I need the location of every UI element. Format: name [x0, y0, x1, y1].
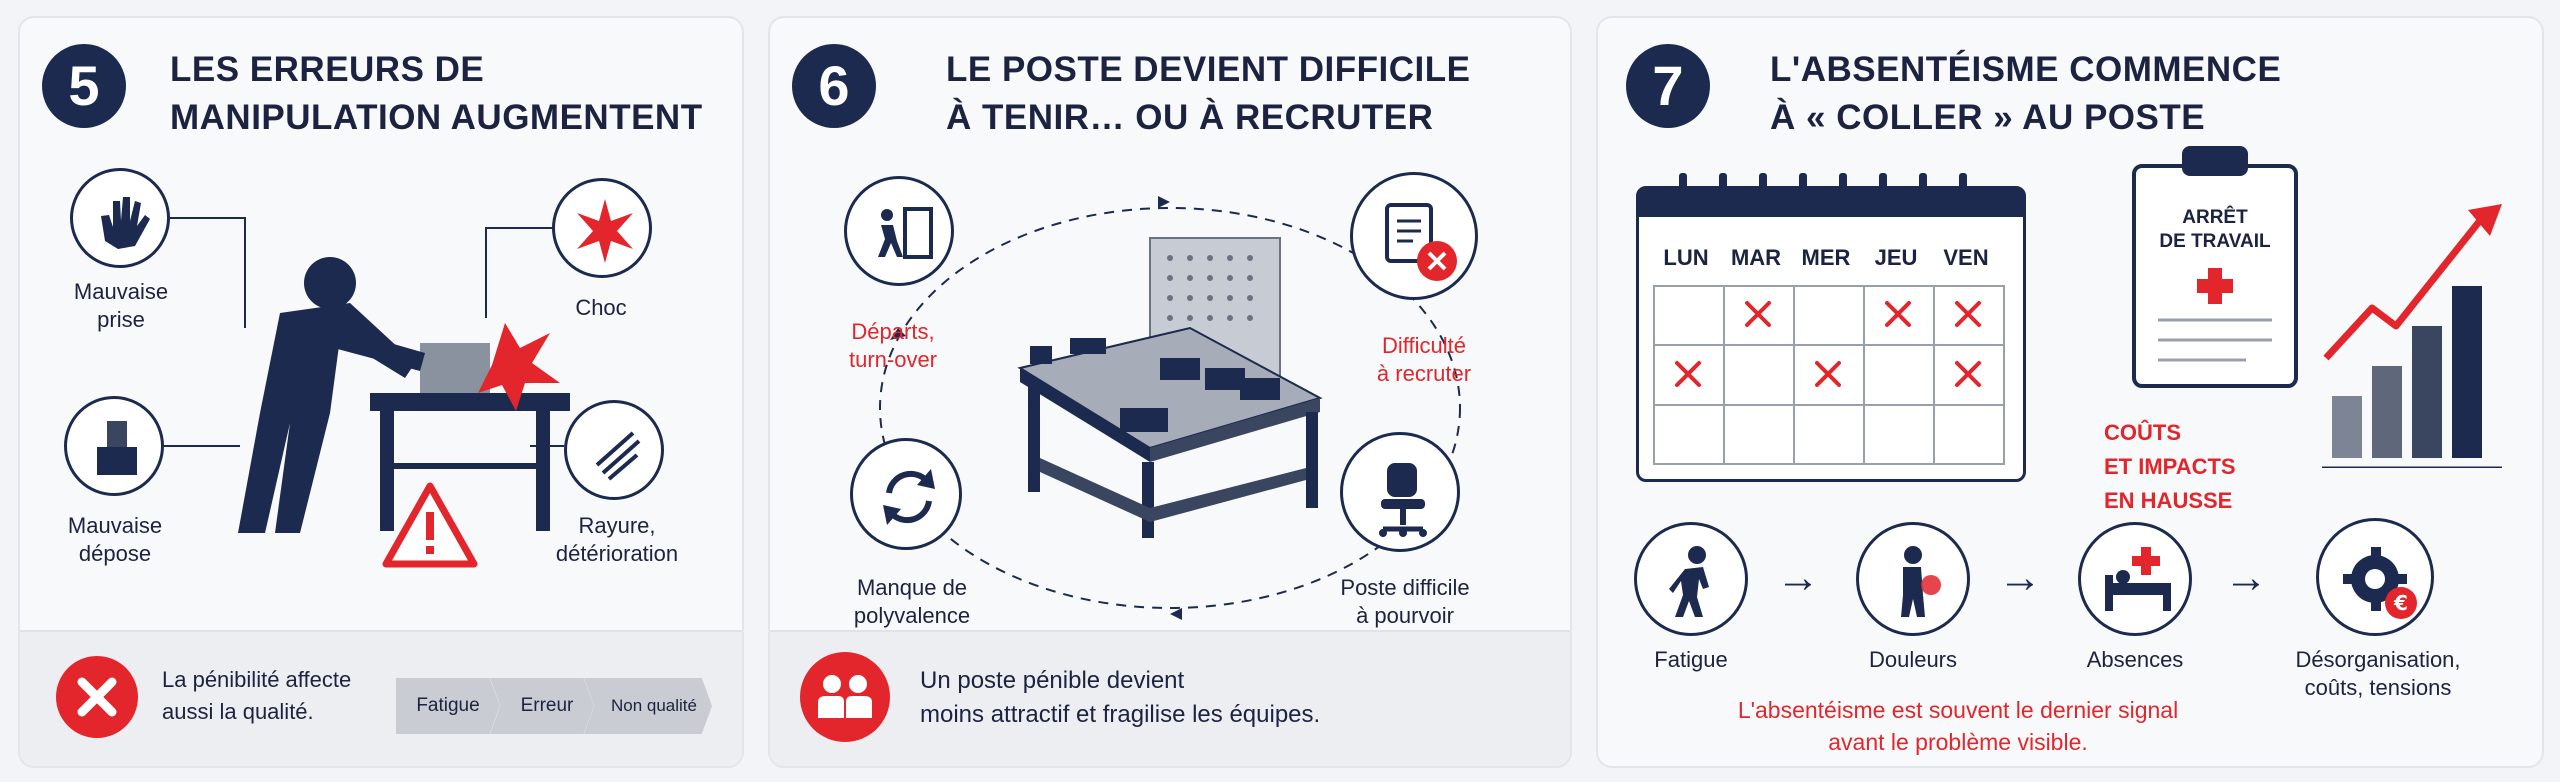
flow-label: Absences: [2086, 647, 2184, 672]
office-chair-icon: [1340, 432, 1460, 552]
flow-label: Fatigue: [1654, 647, 1728, 672]
day-label: MAR: [1730, 245, 1782, 270]
svg-text:€: €: [2393, 591, 2408, 615]
absenteeism-note: L'absentéisme est souvent le dernier sig…: [1737, 697, 2179, 755]
chain-step: Erreur: [490, 678, 594, 734]
label-bad-grip: Mauvaise prise: [73, 279, 169, 332]
arrow-right-icon: →: [1776, 553, 1820, 602]
calendar-rings: [1679, 173, 1967, 203]
workbench-illustration: [1017, 237, 1323, 538]
panel-handling-errors: 5 LES ERREURS DE MANIPULATION AUGMENTENT: [18, 16, 744, 768]
sick-leave-clipboard: ARRÊT DE TRAVAIL: [2132, 146, 2298, 388]
panel-footer: La pénibilité affecte aussi la qualité. …: [20, 630, 742, 766]
hospital-bed-icon: [2078, 522, 2192, 636]
shock-icon: [552, 178, 652, 278]
day-label: MER: [1801, 245, 1851, 270]
rising-costs-chart: [2322, 204, 2502, 468]
panel-hard-to-staff: 6 LE POSTE DEVIENT DIFFICILE À TENIR… OU…: [768, 16, 1572, 768]
team-icon: [800, 652, 890, 742]
worker-illustration: [238, 257, 570, 533]
clipboard-text: ARRÊT DE TRAVAIL: [2159, 207, 2271, 252]
panel-title: LES ERREURS DE MANIPULATION AUGMENTENT: [170, 50, 703, 137]
calendar: LUN MAR MER JEU VEN: [1636, 173, 2026, 482]
cube-icon: [64, 396, 164, 496]
label-departures: Départs, turn-over: [848, 319, 938, 372]
document-reject-icon: [1350, 172, 1478, 300]
label-hard-to-fill: Poste difficile à pourvoir: [1340, 575, 1470, 628]
refresh-cycle-icon: [850, 438, 962, 550]
gear-euro-icon: €: [2316, 518, 2434, 636]
label-hiring-difficulty: Difficulté à recruter: [1376, 333, 1472, 386]
label-lack-versatility: Manque de polyvalence: [853, 575, 971, 628]
exit-door-icon: [844, 176, 954, 286]
label-scratch: Rayure, détérioration: [555, 513, 679, 566]
warning-icon: [382, 482, 478, 568]
flow-label: Douleurs: [1868, 647, 1958, 672]
step-number: 5: [42, 44, 126, 128]
calendar-grid: [1653, 285, 2005, 465]
arrow-right-icon: →: [1998, 553, 2042, 602]
chain-step: Non qualité: [584, 678, 712, 734]
step-number: 7: [1626, 44, 1710, 128]
hand-icon: [70, 168, 170, 268]
footer-text: Un poste pénible devient moins attractif…: [920, 667, 1321, 728]
costs-label: COÛTS ET IMPACTS EN HAUSSE: [2104, 420, 2236, 513]
pain-person-icon: [1856, 522, 1970, 636]
day-label: VEN: [1943, 245, 1989, 270]
cross-icon: [56, 656, 138, 738]
scratch-icon: [564, 400, 664, 500]
label-bad-placement: Mauvaise dépose: [67, 513, 163, 566]
panel-absenteeism: 7 L'ABSENTÉISME COMMENCE À « COLLER » AU…: [1596, 16, 2544, 768]
panel-title: LE POSTE DEVIENT DIFFICILE À TENIR… OU À…: [946, 50, 1471, 137]
arrow-right-icon: →: [2224, 553, 2268, 602]
chain-step: Fatigue: [396, 678, 500, 734]
panel-footer: Un poste pénible devient moins attractif…: [770, 630, 1570, 766]
day-label: JEU: [1874, 245, 1918, 270]
calendar-days: LUN MAR MER JEU VEN: [1651, 245, 2011, 275]
clipboard-clip: [2182, 146, 2248, 176]
flow-label: Désorganisation, coûts, tensions: [2295, 647, 2461, 700]
day-label: LUN: [1663, 245, 1709, 270]
medical-cross-icon: [2158, 268, 2272, 362]
footer-text: La pénibilité affecte aussi la qualité.: [162, 667, 352, 724]
tired-person-icon: [1634, 522, 1748, 636]
panel-title: L'ABSENTÉISME COMMENCE À « COLLER » AU P…: [1770, 50, 2282, 137]
step-number: 6: [792, 44, 876, 128]
label-shock: Choc: [575, 295, 627, 320]
